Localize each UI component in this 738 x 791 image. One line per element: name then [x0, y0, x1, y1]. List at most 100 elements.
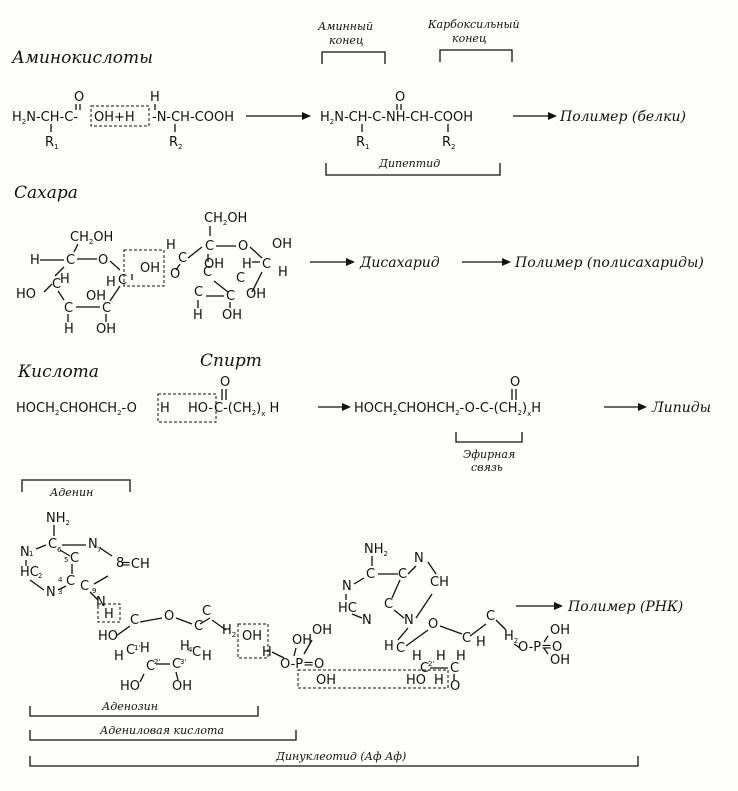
svg-text:H: H [166, 238, 176, 253]
svg-text:CH2OH: CH2OH [70, 230, 113, 246]
svg-text:2': 2' [428, 660, 434, 668]
amino-arrow-2-head [548, 112, 557, 120]
ester-label-2: связь [471, 461, 503, 474]
disaccharide-label: Дисахарид [359, 255, 440, 271]
svg-text:O: O [220, 375, 230, 390]
svg-text:H: H [412, 649, 422, 664]
svg-text:C: C [486, 609, 495, 624]
svg-text:H: H [180, 639, 190, 654]
svg-text:HO: HO [406, 673, 426, 688]
dinucleotide-label: Динуклеотид (Аф Аф) [275, 750, 406, 763]
svg-text:H: H [140, 641, 150, 656]
svg-text:=CH: =CH [120, 557, 150, 572]
svg-text:O-P=O: O-P=O [280, 657, 324, 672]
svg-text:HC: HC [20, 565, 39, 580]
svg-text:NH2: NH2 [364, 542, 388, 558]
svg-text:1: 1 [29, 550, 33, 558]
svg-text:C: C [178, 251, 187, 266]
svg-text:H: H [476, 635, 486, 650]
svg-text:C: C [262, 257, 271, 272]
svg-text:HO-: HO- [188, 401, 213, 416]
svg-text:C: C [396, 641, 405, 656]
svg-text:O: O [395, 90, 405, 105]
adenylic-acid-label: Адениловая кислота [99, 724, 224, 737]
amine-end-label-1: Аминный [317, 20, 373, 33]
adenine-base-2: NH2 C N C N CH HC C N N [338, 542, 449, 628]
svg-text:5: 5 [64, 556, 68, 564]
svg-text:H2N-CH-C-: H2N-CH-C- [12, 110, 78, 126]
svg-text:C: C [420, 661, 429, 676]
svg-text:CH: CH [430, 575, 449, 590]
amino-acid-formula-1: H2N-CH-C- O R1 OH+H -N-CH-COOH H R2 [12, 90, 234, 151]
carboxyl-end-label-2: конец [452, 32, 487, 45]
svg-text:R2: R2 [442, 135, 456, 151]
svg-text:OH: OH [86, 289, 106, 304]
phosphodiester-box [297, 669, 449, 689]
svg-text:C: C [384, 597, 393, 612]
svg-text:OH: OH [140, 261, 160, 276]
amino-heading: Аминокислоты [11, 48, 153, 68]
svg-text:4': 4' [188, 646, 194, 654]
svg-text:HC: HC [338, 601, 357, 616]
svg-text:8: 8 [116, 556, 124, 571]
amine-end-bracket [321, 51, 386, 64]
svg-text:H: H [106, 275, 116, 290]
svg-text:OH: OH [246, 287, 266, 302]
svg-text:H: H [202, 649, 212, 664]
amino-acids-section: Аминокислоты Аминный конец Карбоксильный… [11, 18, 686, 176]
dipeptide-label: Дипептид [378, 157, 440, 170]
sugars-heading: Сахара [14, 183, 78, 203]
svg-text:OH: OH [172, 679, 192, 694]
svg-text:OH+H: OH+H [94, 110, 135, 125]
svg-text:OH: OH [550, 623, 570, 638]
svg-text:H: H [114, 649, 124, 664]
svg-text:O: O [428, 617, 438, 632]
svg-text:OH: OH [312, 623, 332, 638]
alcohol-heading: Спирт [200, 351, 262, 371]
svg-text:C: C [66, 253, 75, 268]
lipid-arrow-2 [638, 403, 647, 411]
svg-text:O: O [450, 679, 460, 694]
svg-text:C: C [70, 551, 79, 566]
sugars-result: Полимер (полисахариды) [514, 255, 704, 271]
adenine-base-1: NH2 C 6 N 1 N 7 C 5 8 =CH HC 2 C 4 C 9 N [20, 511, 150, 610]
svg-text:C: C [203, 265, 212, 280]
nucleotide-h-box [97, 603, 121, 623]
svg-text:R1: R1 [45, 135, 59, 151]
svg-text:OH: OH [204, 257, 224, 272]
svg-text:N: N [88, 537, 98, 552]
svg-text:HOCH2CHOHCH2-O: HOCH2CHOHCH2-O [16, 401, 137, 417]
svg-text:2: 2 [38, 572, 42, 580]
amino-result: Полимер (белки) [559, 109, 686, 125]
svg-text:O: O [74, 90, 84, 105]
carboxyl-end-bracket [439, 49, 513, 62]
adenosine-bracket [29, 706, 259, 717]
sugars-section: Сахара CH2OH C O H C H HO C H C OH OH [14, 183, 704, 337]
svg-text:4: 4 [58, 576, 63, 584]
adenine-bracket [21, 479, 131, 492]
svg-text:H: H [104, 607, 114, 622]
svg-text:C: C [202, 604, 211, 619]
svg-text:N: N [46, 585, 56, 600]
svg-text:OH: OH [292, 633, 312, 648]
svg-text:-N-CH-COOH: -N-CH-COOH [152, 110, 234, 125]
svg-text:NH2: NH2 [46, 511, 70, 527]
rna-result: Полимер (РНК) [567, 599, 683, 615]
sugar-oh-box [123, 249, 165, 287]
svg-text:C: C [118, 273, 127, 288]
svg-text:C: C [226, 289, 235, 304]
dipeptide-bracket [325, 163, 501, 176]
svg-text:H: H [30, 253, 40, 268]
svg-text:3': 3' [180, 658, 186, 666]
ester-label-1: Эфирная [463, 448, 515, 461]
svg-text:O: O [238, 239, 248, 254]
svg-text:H: H [436, 649, 446, 664]
svg-text:C: C [366, 567, 375, 582]
nucleotide-oh-box [237, 623, 269, 659]
lipid-product: HOCH2CHOHCH2-O-C-(CH2)xH O [354, 375, 541, 418]
lipid-reactants: HOCH2CHOHCH2-O H HO- C-(CH2)x H O [16, 375, 279, 423]
glucose-ring-2: CH2OH C H C O O C OH H C OH H C C C H [166, 211, 292, 323]
svg-text:H: H [64, 322, 74, 337]
